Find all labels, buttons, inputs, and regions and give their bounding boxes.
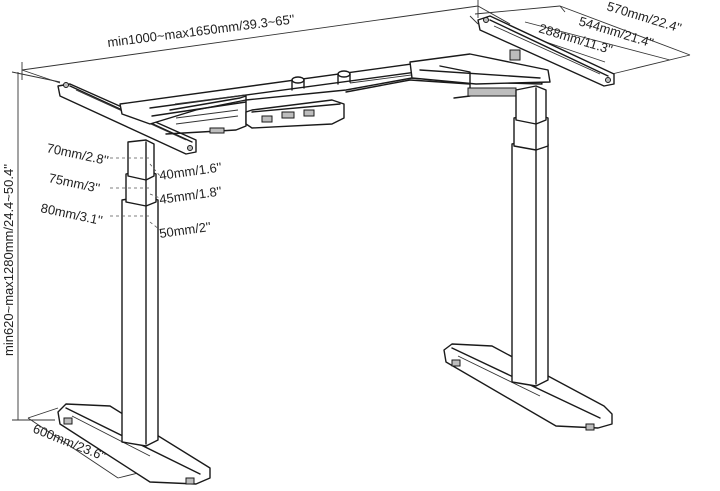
top-frame xyxy=(57,15,615,155)
tube-middle-width-label: 75mm/3'' xyxy=(47,170,101,195)
tube-outer-depth-label: 50mm/2'' xyxy=(158,219,212,241)
height-label: min620~max1280mm/24.4~50.4'' xyxy=(1,164,16,356)
tube-inner-depth-label: 40mm/1.6'' xyxy=(158,159,222,183)
left-leg xyxy=(57,139,211,485)
tube-inner-width-label: 70mm/2.8'' xyxy=(45,140,110,168)
frame-width-label: min1000~max1650mm/39.3~65'' xyxy=(106,11,295,50)
tube-middle-depth-label: 45mm/1.8'' xyxy=(158,183,222,207)
right-leg xyxy=(443,85,613,431)
height-dimension: min620~max1280mm/24.4~50.4'' xyxy=(1,71,61,421)
tube-outer-width-label: 80mm/3.1'' xyxy=(39,200,104,228)
